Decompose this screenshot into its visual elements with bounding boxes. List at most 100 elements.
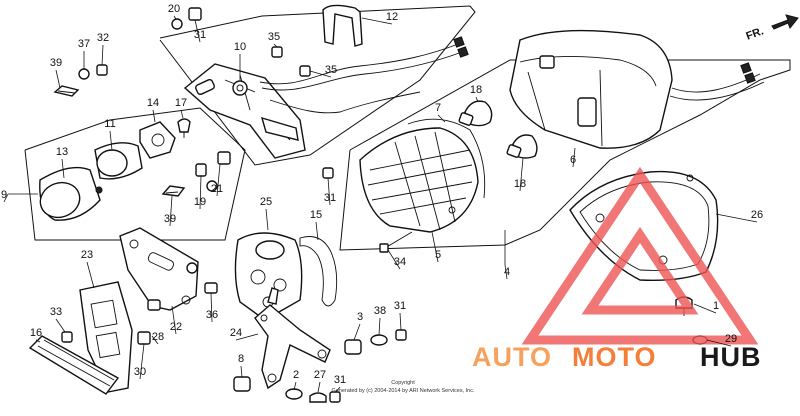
part-callout-p36: 36 bbox=[206, 309, 218, 321]
part-callout-p18a: 18 bbox=[470, 84, 482, 96]
part-callout-p4: 4 bbox=[504, 266, 510, 278]
callout-labels: 1234567891011121314151617181819202122232… bbox=[1, 3, 763, 386]
part-callout-p11: 11 bbox=[104, 118, 115, 130]
tail-bulbs bbox=[458, 100, 538, 159]
part-callout-p32: 32 bbox=[97, 32, 109, 44]
part-callout-p31a: 31 bbox=[194, 29, 206, 41]
part-callout-p25: 25 bbox=[260, 196, 272, 208]
leader-p21 bbox=[216, 163, 221, 197]
leader-p18a bbox=[475, 96, 479, 103]
lower-bracket bbox=[119, 227, 199, 311]
watermark-auto: AUTO bbox=[472, 342, 552, 372]
wiring-harness bbox=[259, 36, 469, 114]
leader-p38 bbox=[378, 317, 381, 336]
part-callout-p20: 20 bbox=[168, 3, 180, 15]
part-callout-p26: 26 bbox=[751, 209, 763, 221]
leader-p24 bbox=[235, 333, 259, 341]
leader-p14 bbox=[152, 109, 156, 123]
watermark-logo: AUTO MOTO HUB bbox=[472, 166, 762, 372]
lens-seal bbox=[299, 236, 338, 307]
group-frames bbox=[8, 5, 791, 265]
license-bracket bbox=[183, 63, 306, 159]
part-callout-p31b: 31 bbox=[324, 192, 336, 204]
license-light-assembly bbox=[39, 118, 191, 221]
part-callout-p1: 1 bbox=[713, 300, 719, 312]
housing-gasket bbox=[234, 232, 303, 321]
leader-p25 bbox=[265, 208, 269, 231]
leader-p31d bbox=[335, 386, 341, 393]
copyright-line: Generated by (c) 2004-2014 by ARI Networ… bbox=[331, 388, 475, 394]
leader-p23 bbox=[86, 261, 95, 289]
leader-p3 bbox=[353, 323, 361, 341]
leader-p34 bbox=[387, 249, 401, 270]
part-callout-p24: 24 bbox=[230, 327, 242, 339]
tail-light-housing bbox=[509, 29, 765, 149]
leader-p28 bbox=[151, 335, 159, 345]
part-callout-p2: 2 bbox=[293, 369, 299, 381]
leader-p31a bbox=[194, 19, 201, 43]
frame-upper-bracket bbox=[159, 5, 476, 166]
part-callout-p10: 10 bbox=[234, 41, 246, 53]
part-callout-p21: 21 bbox=[211, 183, 223, 195]
watermark-triangle-mark bbox=[521, 166, 759, 345]
part-callout-p19: 19 bbox=[194, 196, 206, 208]
leader-p31c bbox=[399, 312, 402, 331]
part-callout-p28: 28 bbox=[152, 331, 164, 343]
leader-p22 bbox=[171, 305, 177, 335]
leader-p17 bbox=[180, 109, 184, 119]
leader-p36 bbox=[210, 292, 213, 323]
leader-p18b bbox=[519, 157, 524, 192]
part-callout-p33: 33 bbox=[50, 306, 62, 318]
part-callout-p38: 38 bbox=[374, 305, 386, 317]
part-callout-p15: 15 bbox=[310, 209, 322, 221]
fasteners-middle bbox=[161, 151, 231, 294]
part-callout-p14: 14 bbox=[147, 97, 159, 109]
tail-lens bbox=[359, 118, 486, 233]
part-callout-p17: 17 bbox=[175, 97, 187, 109]
leader-p27 bbox=[317, 381, 321, 393]
stay-bracket bbox=[254, 287, 331, 390]
callout-leader-lines bbox=[3, 15, 758, 393]
leader-p6 bbox=[572, 147, 576, 168]
part-callout-p5: 5 bbox=[435, 249, 441, 261]
watermark-hub: HUB bbox=[700, 342, 762, 372]
part-callout-p8: 8 bbox=[238, 353, 244, 365]
leader-p19 bbox=[199, 175, 202, 210]
frame-tail-light bbox=[339, 59, 791, 251]
part-callout-p29: 29 bbox=[725, 333, 737, 345]
part-callout-p13: 13 bbox=[56, 146, 68, 158]
leader-p2 bbox=[293, 381, 297, 391]
leader-p35a bbox=[273, 43, 278, 48]
part-callout-p35a: 35 bbox=[268, 31, 280, 43]
reflector-assembly bbox=[28, 281, 161, 395]
part-callout-p39a: 39 bbox=[50, 57, 62, 69]
part-callout-p30: 30 bbox=[134, 366, 146, 378]
leader-p39b bbox=[169, 195, 173, 227]
front-arrow-icon bbox=[771, 14, 799, 30]
leader-p5 bbox=[431, 231, 439, 263]
frame-bulb-housing bbox=[24, 107, 246, 241]
fasteners-bottom bbox=[233, 329, 407, 403]
leader-p11 bbox=[109, 130, 113, 151]
leader-p15 bbox=[315, 221, 319, 241]
leader-p26 bbox=[715, 213, 758, 223]
leader-p30 bbox=[139, 343, 145, 380]
leader-p39a bbox=[55, 69, 61, 89]
leader-p8 bbox=[240, 365, 243, 378]
leader-p7 bbox=[437, 114, 446, 123]
part-callout-p16: 16 bbox=[30, 327, 42, 339]
leader-p4 bbox=[504, 264, 508, 280]
part-callout-p6: 6 bbox=[570, 154, 576, 166]
part-callout-p7: 7 bbox=[435, 102, 441, 114]
front-direction-label: FR. bbox=[745, 25, 766, 42]
leader-p32 bbox=[101, 44, 104, 66]
leader-p12 bbox=[361, 17, 393, 25]
lens-screw bbox=[379, 231, 413, 253]
grab-bracket bbox=[322, 4, 363, 47]
part-callout-p31d: 31 bbox=[334, 374, 346, 386]
part-callout-p37: 37 bbox=[78, 38, 90, 50]
part-callout-p35b: 35 bbox=[325, 64, 337, 76]
leader-p16 bbox=[35, 339, 41, 343]
part-callout-p9: 9 bbox=[1, 189, 7, 201]
